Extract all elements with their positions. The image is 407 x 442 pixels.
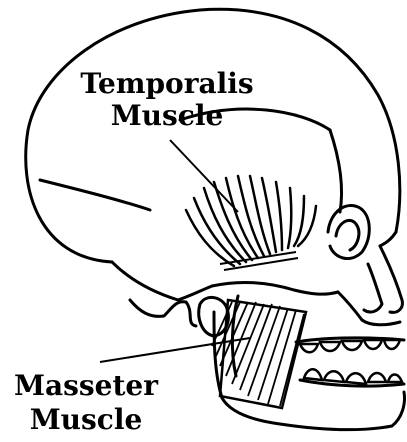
zygomatic-arch [212, 283, 338, 295]
temporalis-label: Temporalis Muscle [62, 70, 272, 130]
cranium-outline [26, 9, 400, 262]
lower-tooth [368, 373, 386, 382]
maxilla [362, 320, 400, 325]
temporalis-leader-line [170, 140, 238, 212]
masseter-label-line2: Muscle [0, 406, 172, 434]
lower-tooth [304, 369, 322, 380]
temporalis-insertion [220, 252, 298, 270]
teeth [300, 340, 402, 384]
temporalis-muscle-fibers [186, 176, 316, 266]
upper-tooth [342, 341, 362, 350]
lower-tooth [346, 373, 366, 384]
cheekbone [338, 292, 362, 320]
upper-tooth [384, 340, 400, 349]
lower-tooth [324, 371, 344, 382]
nasal-bone [380, 246, 402, 312]
coronal-suture [330, 130, 342, 212]
temporalis-label-line1: Temporalis [62, 70, 272, 98]
eye-orbit-inner [336, 220, 359, 250]
upper-tooth [364, 340, 382, 349]
upper-tooth [300, 344, 318, 352]
masseter-label-line1: Masseter [0, 372, 172, 400]
masseter-label: Masseter Muscle [0, 372, 172, 434]
temporalis-label-line2: Muscle [62, 102, 272, 130]
lower-tooth [388, 375, 402, 383]
mastoid [130, 300, 196, 326]
hair-line-left [40, 180, 150, 210]
nasal-cavity [364, 264, 382, 312]
upper-tooth [320, 342, 340, 351]
skull-base [112, 262, 212, 300]
forehead-brow [380, 232, 396, 246]
